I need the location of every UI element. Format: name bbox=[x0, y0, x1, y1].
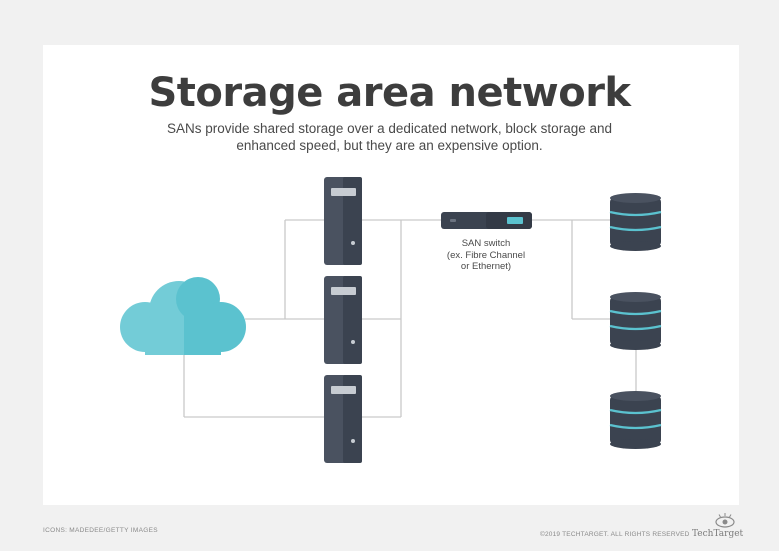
techtarget-logo: TechTarget bbox=[692, 513, 744, 543]
diagram-subtitle: SANs provide shared storage over a dedic… bbox=[166, 121, 612, 153]
connector-lines bbox=[183, 219, 637, 418]
storage-disk-icon bbox=[609, 391, 662, 449]
server-icon bbox=[324, 375, 362, 463]
san-switch-label: SAN switch (ex. Fibre Channel or Etherne… bbox=[430, 238, 542, 273]
server-icon bbox=[324, 276, 362, 364]
san-switch-label-line1: SAN switch bbox=[461, 238, 511, 249]
san-switch-label-line3: or Ethernet) bbox=[460, 261, 512, 272]
san-switch-label-line2: (ex. Fibre Channel bbox=[446, 249, 526, 261]
eye-logo-icon bbox=[715, 513, 735, 528]
san-switch-icon bbox=[441, 212, 532, 229]
storage-disk-icon bbox=[609, 292, 662, 350]
logo-text: TechTarget bbox=[692, 529, 744, 539]
diagram-title: Storage area network bbox=[148, 70, 631, 116]
copyright-notice: ©2019 TECHTARGET. ALL RIGHTS RESERVED bbox=[540, 531, 690, 538]
icon-credit: ICONS: MADEDEE/GETTY IMAGES bbox=[43, 527, 158, 534]
storage-disk-icon bbox=[609, 193, 662, 251]
cloud-icon bbox=[120, 277, 246, 355]
server-icon bbox=[324, 177, 362, 265]
